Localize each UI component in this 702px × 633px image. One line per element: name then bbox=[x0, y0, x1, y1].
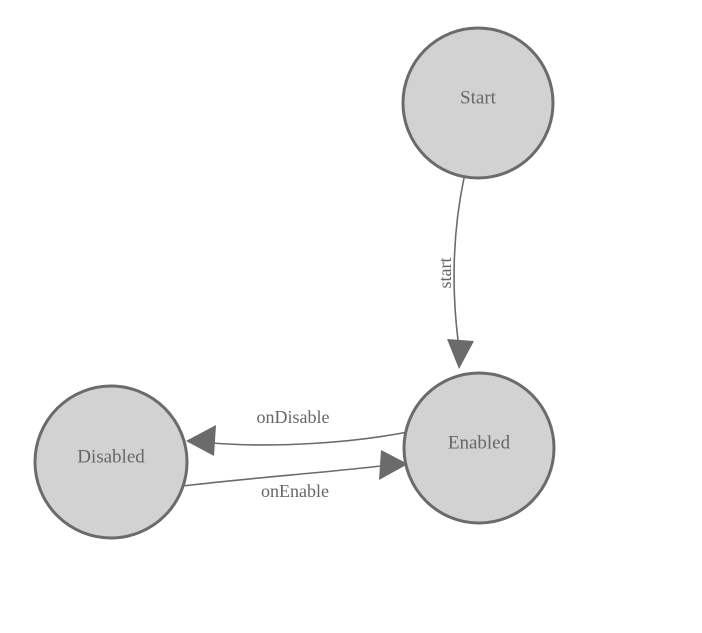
edge-start-to-enabled-arrowhead bbox=[447, 339, 474, 369]
edge-start-to-enabled[interactable]: start bbox=[435, 177, 474, 369]
node-start-circle bbox=[401, 26, 555, 180]
edge-enabled-to-disabled-line bbox=[211, 431, 409, 446]
node-enabled[interactable]: Enabled bbox=[402, 371, 556, 525]
node-disabled[interactable]: Disabled bbox=[33, 384, 189, 540]
edge-start-to-enabled-line bbox=[453, 177, 465, 341]
node-enabled-circle bbox=[402, 371, 556, 525]
edge-enabled-to-disabled-arrowhead bbox=[186, 425, 216, 456]
node-enabled-label: Enabled bbox=[448, 432, 511, 453]
node-start-label: Start bbox=[460, 87, 497, 108]
edge-disabled-to-enabled[interactable]: onEnable bbox=[181, 450, 408, 501]
node-disabled-circle bbox=[33, 384, 189, 540]
edge-start-to-enabled-label: start bbox=[435, 258, 455, 289]
edge-disabled-to-enabled-line bbox=[181, 465, 382, 487]
edge-disabled-to-enabled-arrowhead bbox=[379, 450, 408, 480]
edge-disabled-to-enabled-label: onEnable bbox=[261, 481, 329, 501]
node-disabled-label: Disabled bbox=[77, 446, 145, 467]
node-start[interactable]: Start bbox=[401, 26, 555, 180]
edge-enabled-to-disabled-label: onDisable bbox=[257, 407, 330, 427]
edge-enabled-to-disabled[interactable]: onDisable bbox=[186, 407, 409, 456]
